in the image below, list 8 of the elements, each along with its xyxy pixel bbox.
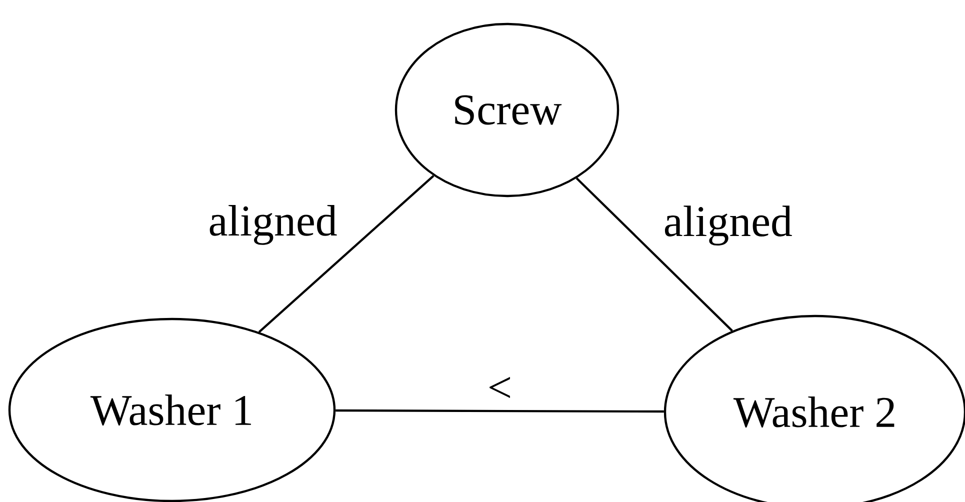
ellipse-node: Screw (394, 22, 620, 198)
edge-label: < (490, 376, 510, 398)
edge-label: aligned (210, 205, 337, 245)
edge-label: aligned (664, 206, 792, 246)
connector-line (258, 174, 434, 333)
ellipse-node: Washer 1 (8, 318, 336, 502)
connector-line (576, 177, 733, 332)
connector-line (336, 409, 664, 413)
